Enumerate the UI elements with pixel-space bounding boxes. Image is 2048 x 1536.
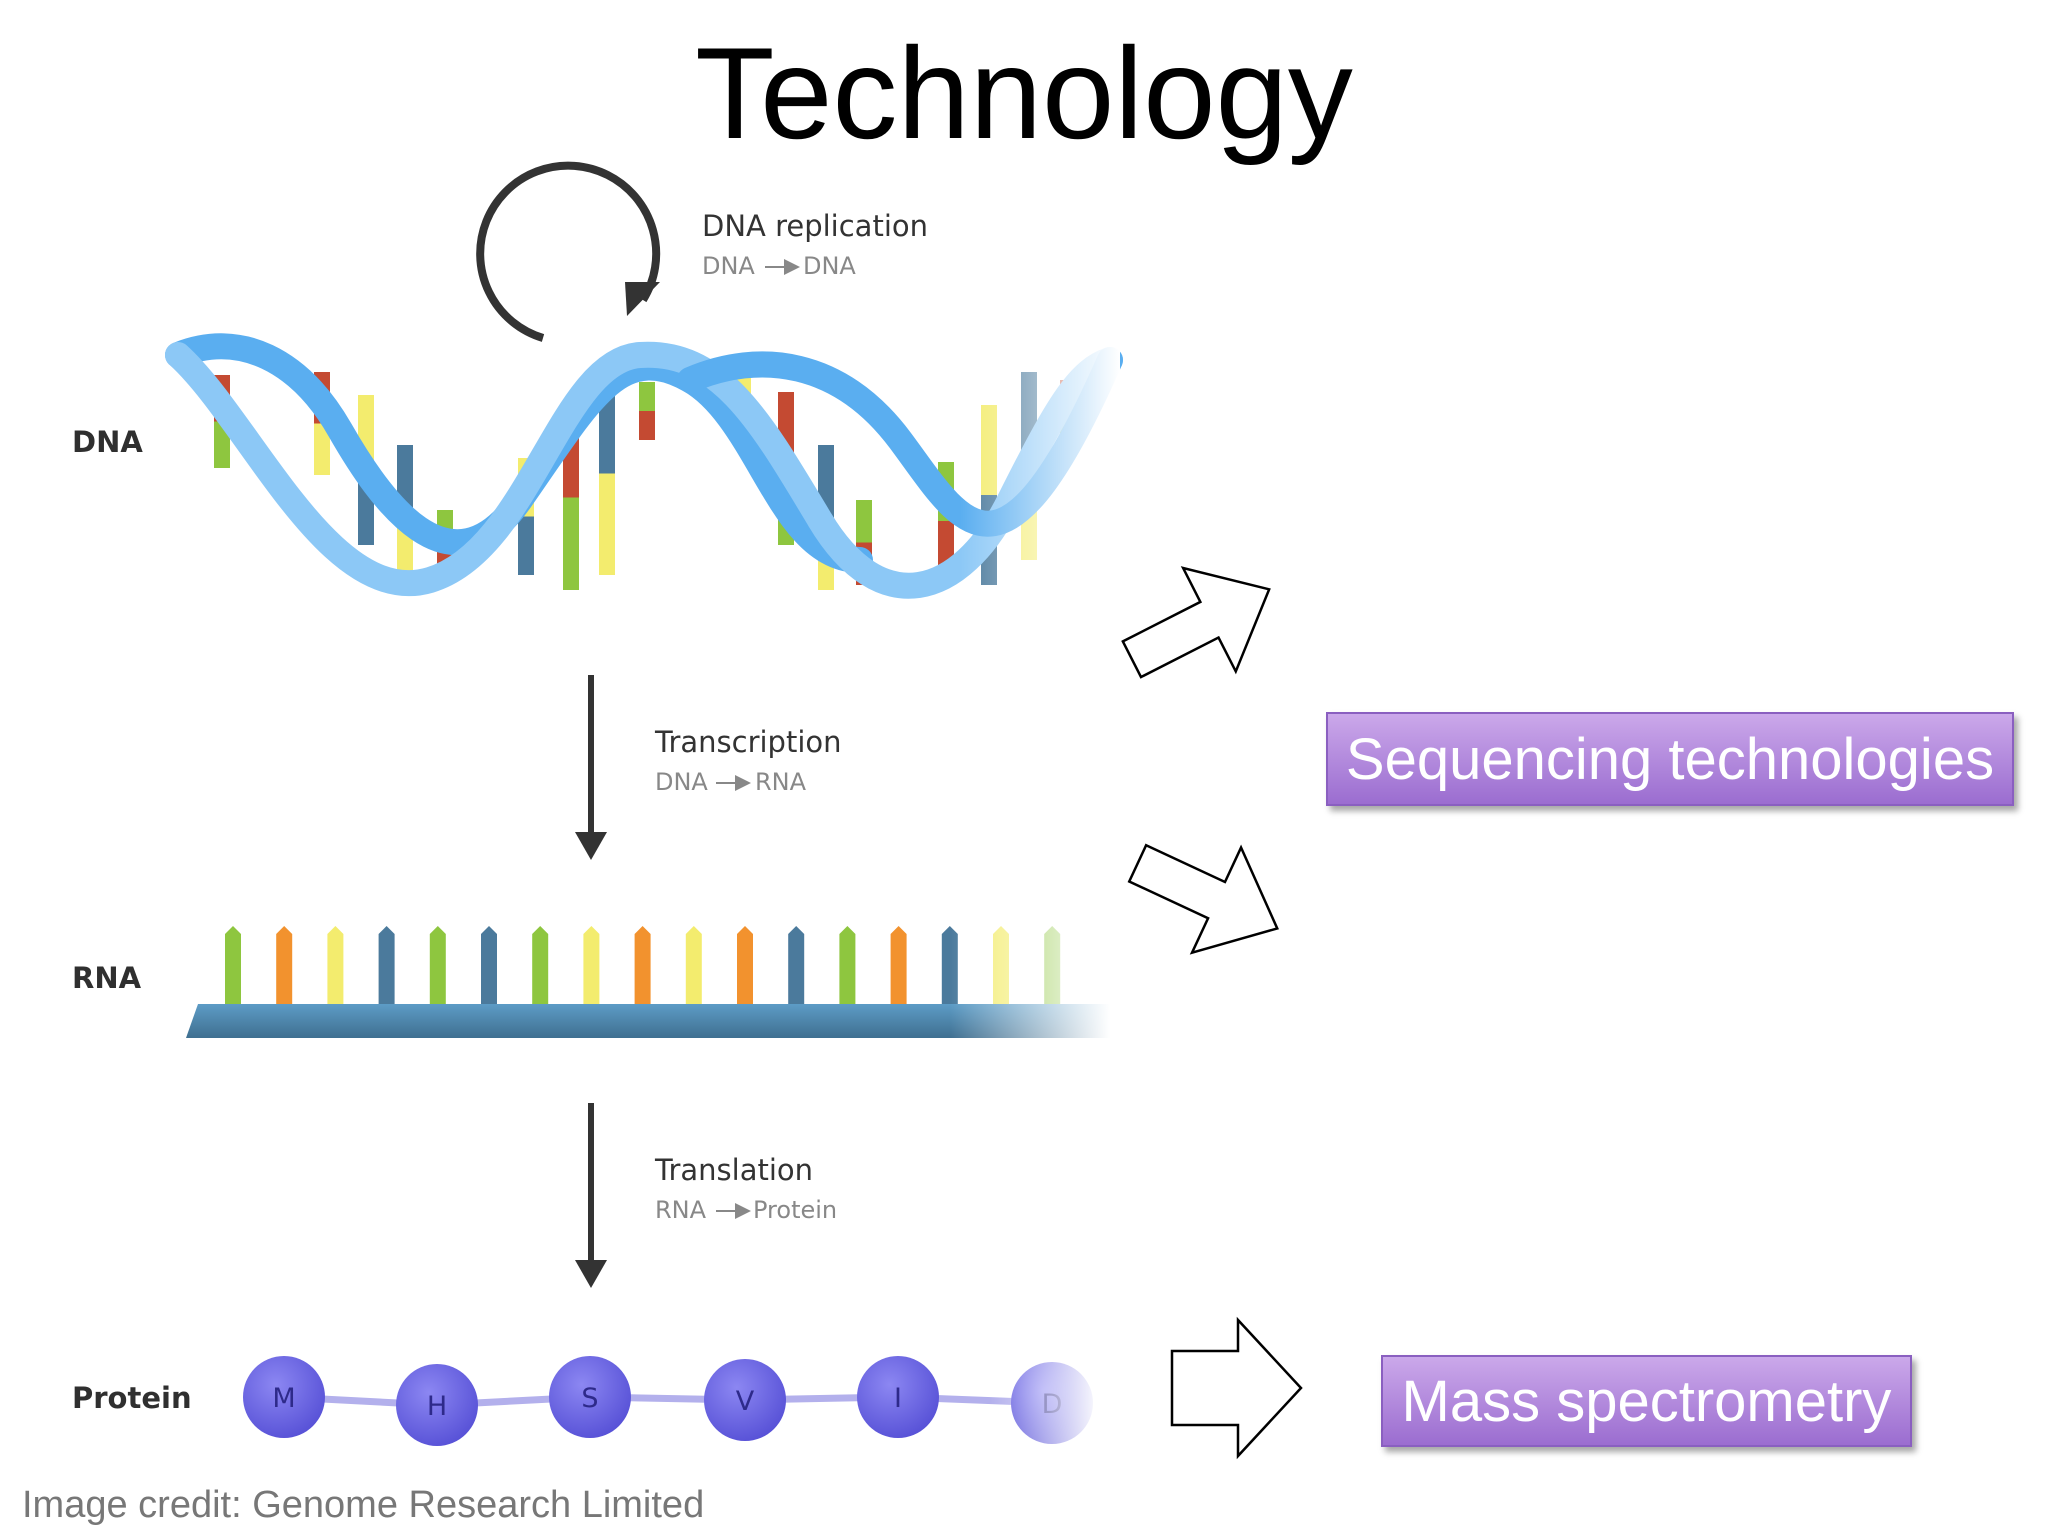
residue-ball: [704, 1359, 786, 1441]
rna-base: [378, 926, 395, 1020]
transcription-from: DNA: [655, 768, 708, 796]
circular-arrow-icon: [476, 161, 661, 342]
rna-base: [225, 926, 241, 1020]
rna-label: RNA: [72, 961, 142, 995]
rna-base: [634, 926, 651, 1020]
residue-letter: M: [272, 1383, 295, 1414]
down-arrow-icon: [575, 1103, 607, 1288]
translation-to: Protein: [753, 1196, 837, 1224]
slide-title: Technology: [695, 20, 1353, 166]
residue-letter: I: [894, 1383, 902, 1414]
rna-base: [737, 926, 753, 1020]
replication-title: DNA replication: [702, 209, 928, 243]
base-pair-segment: [518, 516, 534, 575]
mass-spectrometry-box: Mass spectrometry: [1381, 1355, 1912, 1447]
transcription-to: RNA: [755, 768, 807, 796]
residue-letter: H: [427, 1391, 447, 1422]
base-pair-segment: [314, 423, 330, 475]
block-arrow-icon: [1170, 1316, 1303, 1460]
rna-base: [685, 926, 702, 1020]
rna-base: [276, 926, 293, 1020]
dna-label: DNA: [72, 425, 143, 459]
rna-base: [327, 926, 344, 1020]
residue: I: [857, 1356, 939, 1438]
replication-from: DNA: [702, 252, 755, 280]
rna-base: [532, 926, 549, 1020]
dna-helix: [165, 333, 1123, 620]
residue-letter: V: [736, 1386, 755, 1417]
base-pair-segment: [856, 500, 872, 543]
rna-base: [429, 926, 446, 1020]
replication-equation: DNA DNA: [702, 252, 856, 280]
transcription-title: Transcription: [654, 725, 842, 759]
rna-base: [788, 926, 805, 1020]
residue: S: [549, 1356, 631, 1438]
translation-from: RNA: [655, 1196, 707, 1224]
residue-ball: [549, 1356, 631, 1438]
residue: H: [396, 1364, 478, 1446]
image-credit: Image credit: Genome Research Limited: [22, 1484, 705, 1526]
residue-ball: [396, 1364, 478, 1446]
residue: M: [243, 1356, 325, 1438]
rna-base: [583, 926, 600, 1020]
down-arrow-icon: [575, 675, 607, 860]
sequencing-technologies-box: Sequencing technologies: [1326, 712, 2014, 806]
residue: V: [704, 1359, 786, 1441]
replication-to: DNA: [803, 252, 856, 280]
transcription-equation: DNA RNA: [655, 768, 807, 796]
residue-ball: [857, 1356, 939, 1438]
rna-base: [890, 926, 907, 1020]
base-pair-segment: [639, 411, 655, 440]
block-arrow-icon: [1121, 566, 1271, 679]
rna-strand: [186, 920, 1110, 1045]
protein-chain: MHSVID: [243, 1340, 1100, 1460]
translation-title: Translation: [654, 1153, 813, 1187]
rna-base: [481, 926, 497, 1020]
base-pair-segment: [563, 497, 579, 590]
base-pair-segment: [599, 473, 615, 575]
protein-label: Protein: [72, 1381, 192, 1415]
block-arrow-icon: [1127, 843, 1279, 955]
residue-ball: [243, 1356, 325, 1438]
translation-equation: RNA Protein: [655, 1196, 837, 1224]
rna-base: [839, 926, 856, 1020]
residue-letter: S: [581, 1383, 598, 1414]
base-pair-segment: [639, 382, 655, 411]
